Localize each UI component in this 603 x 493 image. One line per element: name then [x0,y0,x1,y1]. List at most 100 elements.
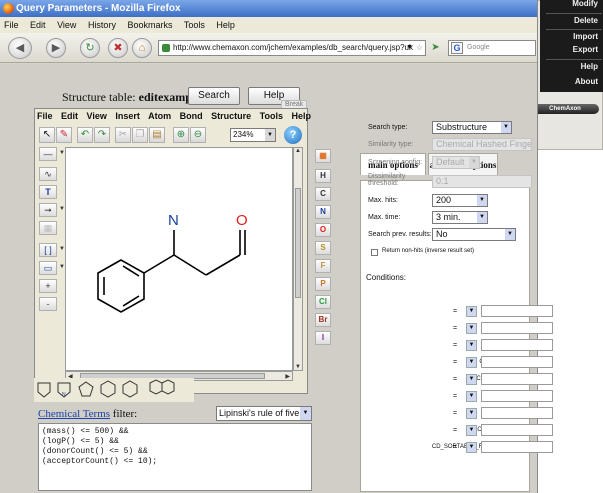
template-pyrrole-icon[interactable] [57,382,71,398]
template-cyclopentane-icon[interactable] [78,381,94,397]
condition-operator-dropdown-icon[interactable]: ▼ [466,374,477,385]
bg-menu-import[interactable]: Import [573,32,598,41]
template-naphthalene-icon[interactable] [161,379,175,395]
chemical-terms-expression[interactable]: (mass() <= 500) && (logP() <= 5) && (don… [38,423,312,491]
condition-value-input[interactable] [481,373,553,385]
max-hits-dropdown-icon[interactable]: ▼ [477,195,487,206]
help-icon[interactable]: ? [284,126,302,144]
editor-menu-file[interactable]: File [37,111,53,121]
copy-icon[interactable]: ❐ [132,127,148,143]
condition-value-input[interactable] [481,441,553,453]
chain-icon[interactable]: ∿ [39,167,57,181]
search-button[interactable]: Search [188,87,240,105]
reaction-arrow-icon[interactable]: ➞ [39,203,57,217]
element-s[interactable]: S [315,241,331,255]
condition-operator-dropdown-icon[interactable]: ▼ [466,357,477,368]
condition-value-input[interactable] [481,339,553,351]
vertical-scroll-thumb[interactable] [295,188,301,298]
back-arrow-icon[interactable]: ◀ [8,37,32,59]
condition-operator-dropdown-icon[interactable]: ▼ [466,408,477,419]
charge-plus-icon[interactable]: + [39,279,57,293]
stop-icon[interactable]: ✖ [108,38,128,58]
menu-bookmarks[interactable]: Bookmarks [127,20,173,30]
scroll-down-icon[interactable]: ▼ [295,364,301,370]
periodic-table-icon[interactable]: ▦ [315,149,331,163]
template-cyclohexane-icon[interactable] [100,380,116,398]
url-dropdown-icon[interactable]: ▼ [406,44,413,51]
undo-icon[interactable]: ↶ [77,127,93,143]
shape-dropdown-icon[interactable]: ▼ [59,264,65,270]
rectangle-icon[interactable]: ▭ [39,261,57,275]
element-p[interactable]: P [315,277,331,291]
zoom-select[interactable]: 234% ▼ [230,128,276,142]
zoom-dropdown-icon[interactable]: ▼ [265,129,275,141]
cut-icon[interactable]: ✂ [115,127,131,143]
condition-value-input[interactable] [481,322,553,334]
bg-menu-about[interactable]: About [574,77,598,86]
menu-help[interactable]: Help [216,20,235,30]
text-tool-icon[interactable]: T [39,185,57,199]
max-hits-select[interactable]: 200▼ [432,194,488,207]
scroll-right-icon[interactable]: ▶ [285,374,290,380]
scroll-up-icon[interactable]: ▲ [295,148,301,154]
menu-file[interactable]: File [4,20,19,30]
condition-value-input[interactable] [481,356,553,368]
element-h[interactable]: H [315,169,331,183]
reload-icon[interactable]: ↻ [80,38,100,58]
editor-menu-atom[interactable]: Atom [148,111,172,121]
home-icon[interactable]: ⌂ [132,38,152,58]
zoom-in-icon[interactable]: ⊕ [173,127,189,143]
forward-arrow-icon[interactable]: ▶ [46,38,66,58]
element-i[interactable]: I [315,331,331,345]
inverse-result-checkbox[interactable] [371,249,378,256]
bg-menu-export[interactable]: Export [572,45,598,54]
molecule-canvas[interactable]: N O [65,147,293,371]
search-type-select[interactable]: Substructure▼ [432,121,512,134]
editor-menu-edit[interactable]: Edit [61,111,79,121]
search-type-dropdown-icon[interactable]: ▼ [501,122,511,133]
template-benzene-icon[interactable] [122,380,138,398]
bg-menu-modify[interactable]: Modify [572,0,598,8]
bookmark-star-icon[interactable]: ☆ [415,43,423,52]
url-bar[interactable]: http://www.chemaxon.com/jchem/examples/d… [158,40,426,56]
menu-view[interactable]: View [57,20,77,30]
bracket-dropdown-icon[interactable]: ▼ [59,246,65,252]
bracket-icon[interactable]: [ ] [39,243,57,257]
element-c[interactable]: C [315,187,331,201]
max-time-dropdown-icon[interactable]: ▼ [477,212,487,223]
condition-value-input[interactable] [481,305,553,317]
bg-menu-delete[interactable]: Delete [573,16,598,25]
element-n[interactable]: N [315,205,331,219]
condition-operator-dropdown-icon[interactable]: ▼ [466,391,477,402]
redo-icon[interactable]: ↷ [94,127,110,143]
element-o[interactable]: O [315,223,331,237]
editor-menu-structure[interactable]: Structure [211,111,252,121]
single-bond-icon[interactable]: — [39,147,57,161]
zoom-out-icon[interactable]: ⊖ [190,127,206,143]
editor-menu-view[interactable]: View [86,111,107,121]
max-time-select[interactable]: 3 min.▼ [432,211,488,224]
condition-operator-dropdown-icon[interactable]: ▼ [466,425,477,436]
condition-operator-dropdown-icon[interactable]: ▼ [466,323,477,334]
editor-menu-help[interactable]: Help [291,111,312,121]
paste-icon[interactable]: ▤ [149,127,165,143]
arrow-dropdown-icon[interactable]: ▼ [59,206,65,212]
chemical-terms-dropdown-icon[interactable]: ▼ [300,407,311,420]
search-prev-results-select[interactable]: No▼ [432,228,516,241]
editor-menu-bond[interactable]: Bond [179,111,203,121]
element-br[interactable]: Br [315,313,331,327]
bg-menu-help[interactable]: Help [580,62,598,71]
template-icon[interactable]: ▦ [39,221,57,235]
tab-main-options[interactable]: main options [360,153,426,175]
condition-value-input[interactable] [481,407,553,419]
go-arrow-icon[interactable]: ➤ [431,42,440,53]
condition-operator-dropdown-icon[interactable]: ▼ [466,442,477,453]
condition-value-input[interactable] [481,390,553,402]
condition-operator-dropdown-icon[interactable]: ▼ [466,340,477,351]
select-arrow-icon[interactable]: ↖ [39,127,55,143]
chemical-terms-select[interactable]: Lipinski's rule of five ▼ [216,406,312,421]
menu-history[interactable]: History [87,20,116,30]
bond-dropdown-icon[interactable]: ▼ [59,150,65,156]
menu-edit[interactable]: Edit [30,20,46,30]
canvas-vertical-scrollbar[interactable]: ▲ ▼ [293,147,303,371]
